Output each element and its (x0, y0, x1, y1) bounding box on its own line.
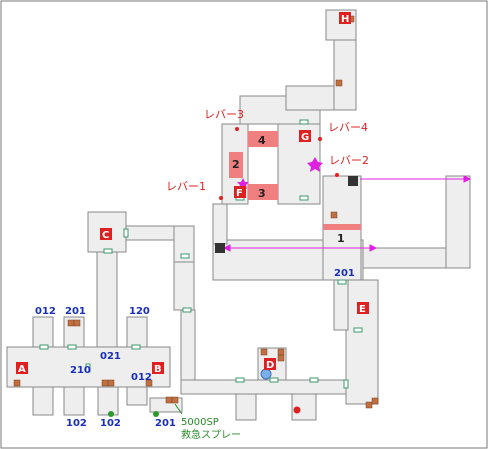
elevator-block-icon (348, 176, 358, 186)
marker-B: B (152, 362, 164, 375)
elevator-block-icon (215, 243, 225, 253)
item-dot-icon (108, 411, 114, 417)
lever-label: レバー2 (329, 154, 369, 167)
room-number: 201 (155, 418, 176, 429)
marker-G: G (299, 130, 311, 143)
star-switch-icon (307, 157, 323, 172)
gates (229, 131, 361, 230)
svg-text:C: C (102, 230, 109, 241)
svg-text:F: F (236, 188, 243, 199)
room-number: 120 (129, 306, 150, 317)
lever-label: レバー3 (204, 108, 244, 121)
room-number: 102 (100, 418, 121, 429)
svg-text:H: H (341, 14, 349, 25)
gate-number: 1 (337, 232, 345, 245)
lever-dot (335, 173, 339, 177)
item-note-leader (174, 403, 183, 415)
room-number: 021 (100, 351, 121, 362)
room-number: 012 (131, 372, 152, 383)
lever-label: レバー4 (328, 121, 368, 134)
gate-number: 3 (258, 187, 266, 200)
lever-dot (219, 196, 223, 200)
gate-number: 4 (258, 134, 266, 147)
marker-D: D (264, 358, 276, 371)
lever-dot (235, 127, 239, 131)
svg-text:A: A (18, 364, 26, 375)
gate-number: 2 (232, 158, 240, 171)
warp-arrow-icon (222, 175, 472, 252)
svg-text:E: E (359, 304, 366, 315)
marker-C: C (100, 228, 112, 241)
room-number: 210 (70, 365, 91, 376)
item-note-name: 救急スプレー (181, 428, 241, 441)
item-dot-icon (153, 411, 159, 417)
room-number: 102 (66, 418, 87, 429)
marker-E: E (357, 302, 369, 315)
marker-H: H (339, 12, 351, 25)
svg-text:D: D (266, 360, 274, 371)
lever-label: レバー1 (166, 180, 206, 193)
floor-corridors (6, 9, 471, 421)
item-dot-icon (293, 406, 301, 414)
chest-icon (13, 15, 379, 409)
svg-text:G: G (301, 132, 309, 143)
marker-A: A (16, 362, 28, 375)
svg-text:B: B (154, 364, 162, 375)
lever-dot (318, 137, 322, 141)
marker-F: F (234, 186, 246, 199)
room-number: 201 (334, 268, 355, 279)
room-number: 201 (65, 306, 86, 317)
item-note-sp: 5000SP (181, 417, 219, 428)
room-number: 012 (35, 306, 56, 317)
